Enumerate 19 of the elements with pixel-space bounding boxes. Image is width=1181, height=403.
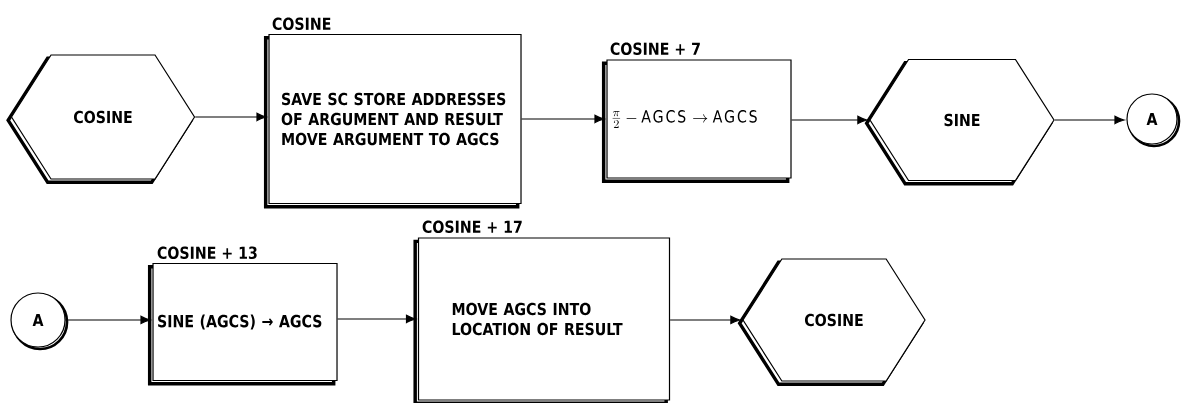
arrow [337, 314, 417, 324]
heading-label: COSINE + 7 [610, 42, 700, 56]
arrow [65, 315, 151, 325]
process-box: SAVE SC STORE ADDRESSES OF ARGUMENT AND RESULT MOVE ARGUMENT TO AGCS [263, 33, 522, 209]
arrow [669, 315, 741, 325]
heading-label: COSINE [272, 17, 331, 31]
process-box: $\frac{\pi}{2} - \mathrm{AGCS} \rightarrow \mathrm{AGCS}$ [601, 59, 792, 184]
process-box: SINE (AGCS) → AGCS [147, 262, 338, 386]
node-label: A [1146, 112, 1158, 126]
heading-label: COSINE + 17 [422, 220, 522, 234]
heading-label: COSINE + 13 [157, 246, 257, 260]
arrow [1054, 115, 1125, 125]
arrow [194, 112, 267, 122]
process-box: MOVE AGCS INTO LOCATION OF RESULT [413, 237, 671, 403]
terminal-hexagon: SINE [864, 58, 1055, 186]
terminal-hexagon: COSINE [737, 258, 926, 387]
terminal-hexagon: COSINE [6, 54, 196, 185]
arrow [521, 114, 605, 124]
arrow [791, 115, 868, 125]
